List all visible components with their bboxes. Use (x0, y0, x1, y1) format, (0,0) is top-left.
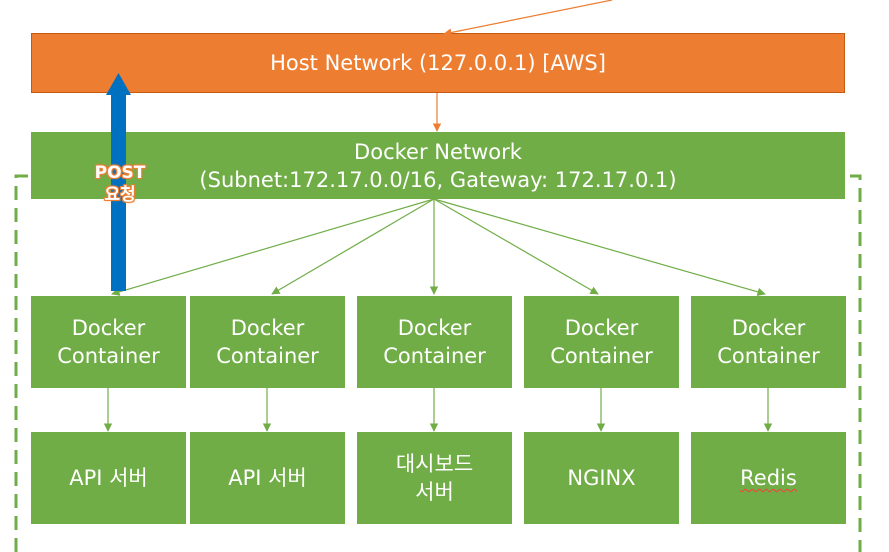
docker-network-box: Docker Network (Subnet:172.17.0.0/16, Ga… (31, 132, 845, 199)
container-label-line2: Container (717, 344, 820, 368)
container-label-line1: Docker (397, 316, 472, 340)
service-nginx: NGINX (524, 432, 679, 524)
docker-container-4: Docker Container (524, 296, 679, 388)
post-label-line1: POST (94, 163, 146, 183)
service-label-line2: 서버 (415, 480, 454, 504)
network-to-container-4-arrow (433, 198, 599, 295)
container-label-line2: Container (550, 344, 653, 368)
container-label-line1: Docker (564, 316, 639, 340)
service-api-server-1: API 서버 (31, 432, 186, 524)
docker-container-1: Docker Container (31, 296, 186, 388)
container-label-line2: Container (383, 344, 486, 368)
docker-network-subnet: (Subnet:172.17.0.0/16, Gateway: 172.17.0… (199, 167, 677, 192)
container-label-line1: Docker (71, 316, 146, 340)
incoming-arrow (443, 0, 613, 37)
host-network-label: Host Network (127.0.0.1) [AWS] (270, 51, 606, 75)
service-api-server-2: API 서버 (190, 432, 345, 524)
service-label-line1: Redis (740, 466, 797, 490)
post-label-line2: 요청 (104, 185, 136, 205)
docker-container-3: Docker Container (357, 296, 512, 388)
service-dashboard-server: 대시보드 서버 (357, 432, 512, 524)
service-label-line1: API 서버 (228, 466, 307, 490)
container-label-line1: Docker (731, 316, 806, 340)
service-label-line1: 대시보드 (395, 452, 474, 476)
network-to-container-1-arrow (111, 198, 435, 296)
container-label-line1: Docker (230, 316, 305, 340)
post-request-arrow (106, 73, 131, 291)
network-to-container-5-arrow (433, 198, 766, 296)
service-label-line1: API 서버 (69, 466, 148, 490)
host-network-box: Host Network (127.0.0.1) [AWS] (31, 33, 845, 93)
service-label-line1: NGINX (567, 466, 636, 490)
container-label-line2: Container (57, 344, 160, 368)
network-to-container-2-arrow (271, 198, 435, 295)
docker-network-title: Docker Network (354, 139, 522, 164)
docker-container-2: Docker Container (190, 296, 345, 388)
container-label-line2: Container (216, 344, 319, 368)
post-request-label: POST 요청 (78, 162, 162, 206)
docker-container-5: Docker Container (691, 296, 846, 388)
service-redis: Redis (691, 432, 846, 524)
